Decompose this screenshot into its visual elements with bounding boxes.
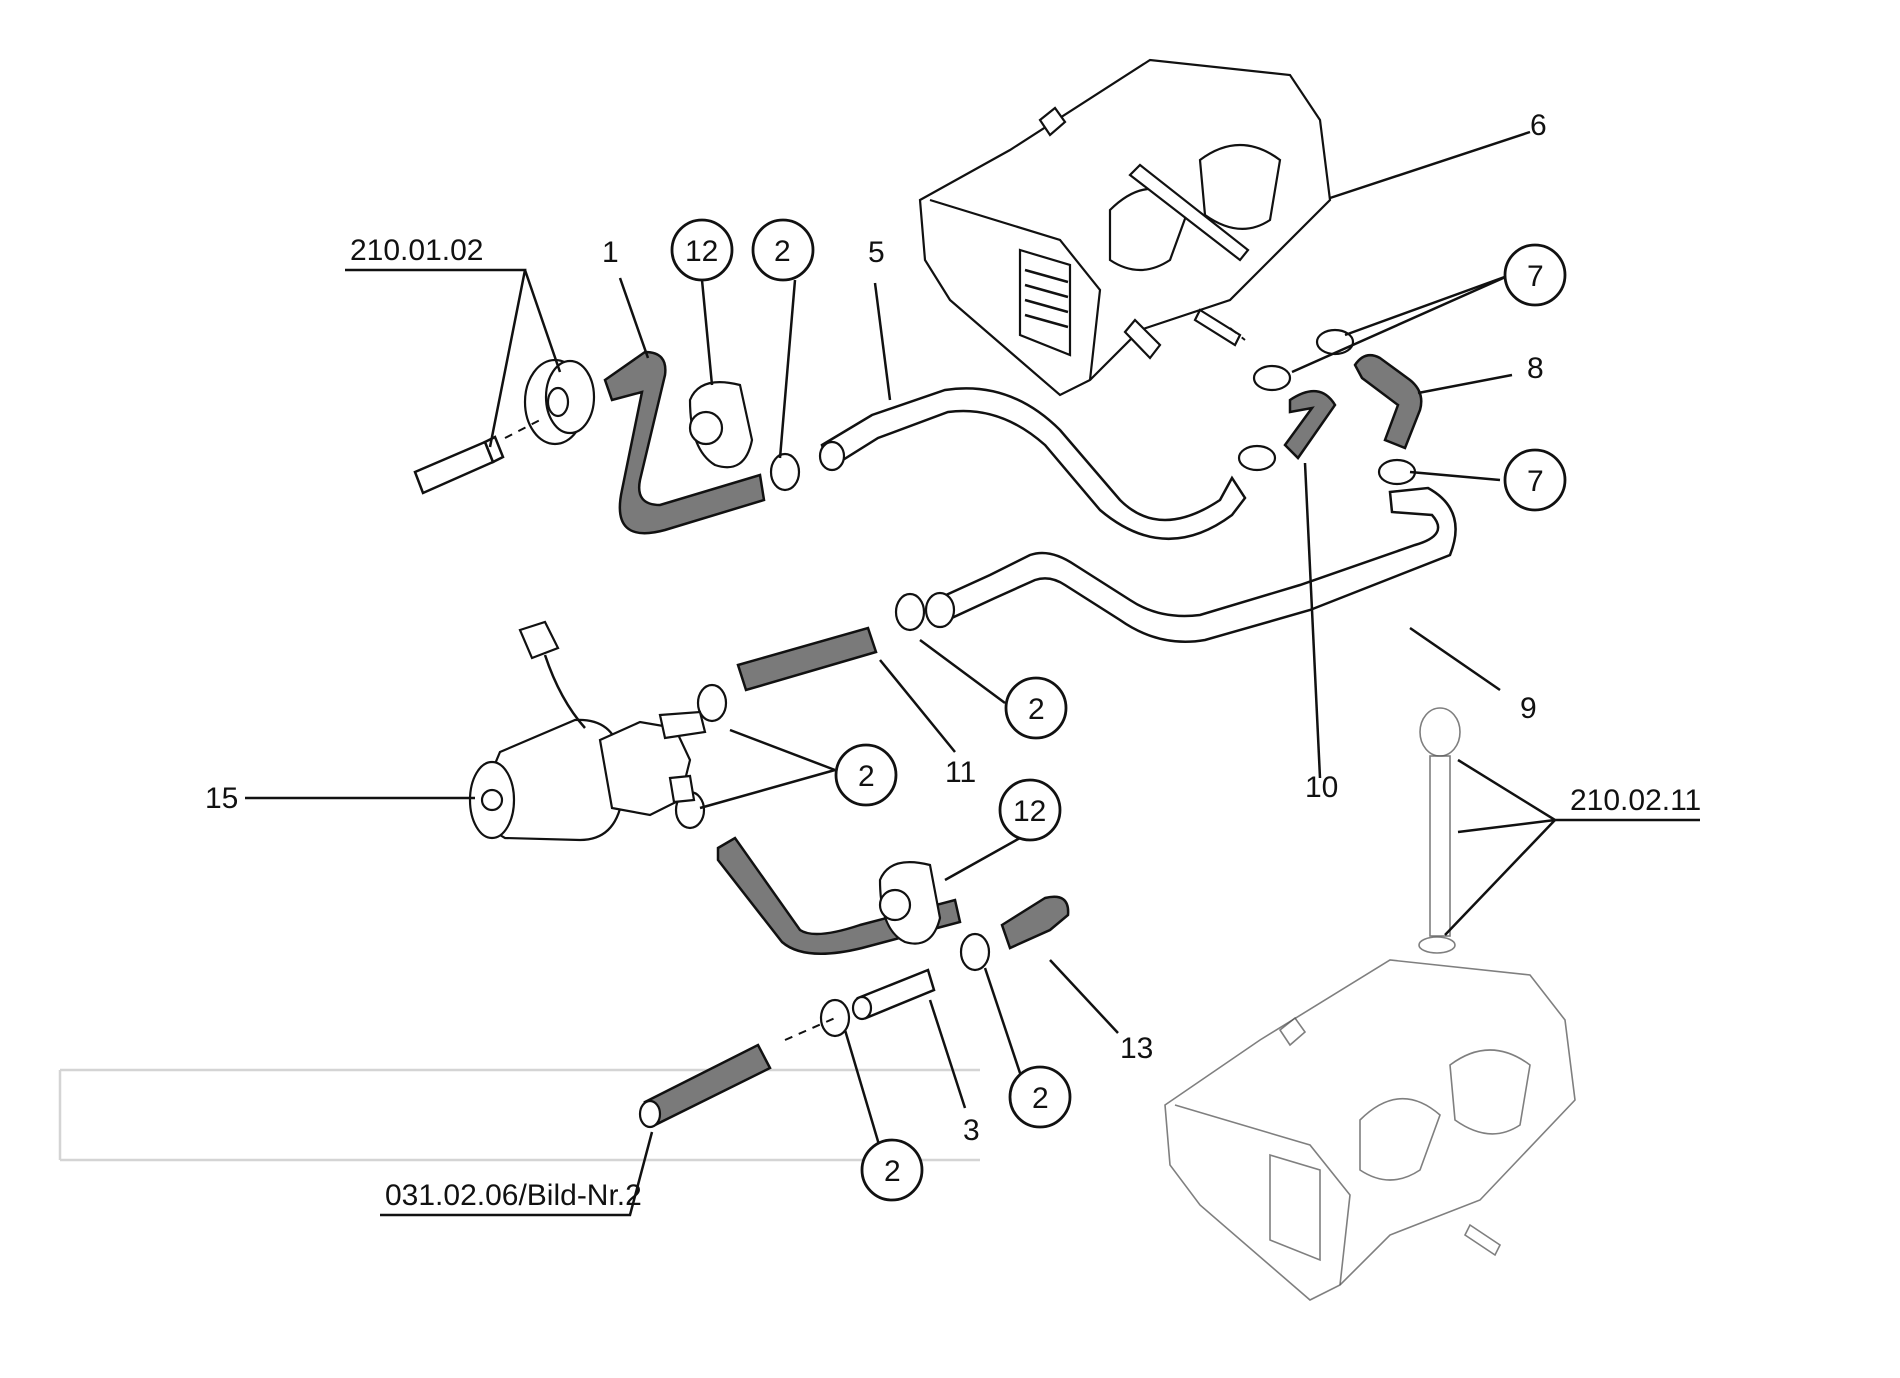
pipe-3-end: [851, 995, 873, 1021]
hose-8: [1353, 353, 1423, 450]
label-210-02-11: 210.02.11: [1570, 784, 1701, 817]
label-210-01-02: 210.01.02: [350, 234, 483, 267]
alignment-lines: [504, 327, 1246, 1041]
heater-unit-reference: [1164, 707, 1576, 1301]
heater-unit: [918, 58, 1332, 397]
hose-9-end: [924, 591, 956, 629]
label-12-top: 12: [685, 235, 718, 268]
faint-background-marks: [58, 1068, 980, 1162]
label-9: 9: [1520, 692, 1537, 725]
label-2-mid-right: 2: [1028, 693, 1045, 726]
label-1: 1: [602, 236, 619, 269]
label-11: 11: [945, 756, 976, 789]
leader-lines: [245, 130, 1700, 1217]
pump-15: [468, 620, 707, 842]
label-2-mid-left: 2: [858, 760, 875, 793]
label-10: 10: [1305, 771, 1338, 804]
hose-11: [736, 626, 878, 692]
callout-circles: [670, 218, 1567, 1202]
label-3: 3: [963, 1114, 980, 1147]
grommet-12-bottom: [878, 861, 942, 945]
label-8: 8: [1527, 352, 1544, 385]
hose-9: [933, 486, 1457, 644]
label-7-top: 7: [1527, 260, 1544, 293]
grommet-12-top: [688, 381, 754, 469]
label-7-bottom: 7: [1527, 465, 1544, 498]
label-6: 6: [1530, 109, 1547, 142]
label-2-top: 2: [774, 235, 791, 268]
hose-10: [1283, 390, 1337, 460]
hose-5: [820, 387, 1247, 541]
hose-5-end: [818, 440, 846, 472]
clamps: [674, 328, 1417, 1038]
label-12-bottom: 12: [1013, 795, 1046, 828]
label-15: 15: [205, 782, 238, 815]
lower-hose: [643, 1043, 772, 1127]
label-13: 13: [1120, 1032, 1153, 1065]
labels: 210.01.02 1 12 2 5 6 7 8 7 9 2 11 2 10 1…: [205, 109, 1701, 1212]
label-031: 031.02.06/Bild-Nr.2: [385, 1179, 642, 1212]
hose-13-elbow: [1000, 895, 1070, 950]
label-2-lower-right: 2: [1032, 1082, 1049, 1115]
hose-1: [603, 350, 766, 535]
label-2-lower-left: 2: [884, 1155, 901, 1188]
inlet-pipe: [413, 358, 596, 495]
lower-hose-end: [638, 1099, 662, 1129]
label-5: 5: [868, 236, 885, 269]
